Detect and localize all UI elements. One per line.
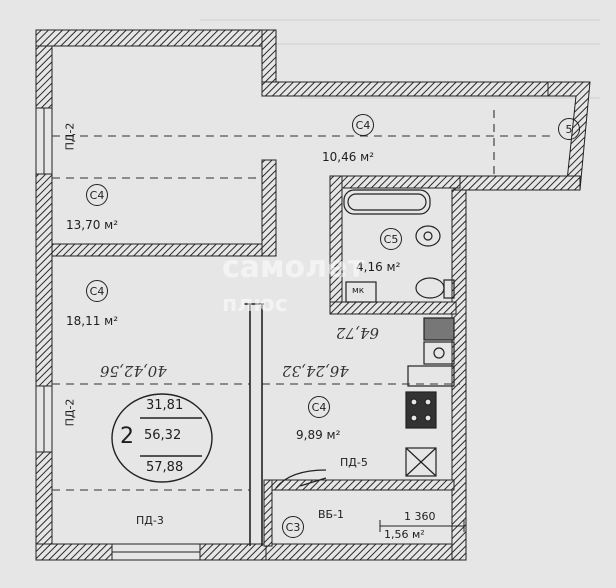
bath-fixtures [343, 189, 455, 303]
handwriting-line2: 46,24,32 [282, 362, 349, 380]
watermark-line1: самолет [222, 250, 365, 285]
bathroom-fixture: мк [352, 286, 365, 296]
partition-pd3: ПД-3 [136, 514, 164, 527]
partition-pd2-top: ПД-2 [63, 122, 77, 151]
dashed-lines [52, 110, 556, 491]
watermark-line2: плюс [222, 292, 288, 317]
inner-walls [51, 159, 461, 547]
living-code: С4 [86, 280, 108, 302]
door-swing [275, 469, 327, 489]
partition-pd5: ПД-5 [340, 456, 368, 469]
living-area: 18,11 м² [66, 314, 119, 328]
windows [35, 107, 201, 561]
summary-total-area: 56,32 [144, 428, 182, 443]
partition-pd2-mid: ПД-2 [63, 398, 77, 427]
dimension-line [379, 520, 465, 532]
partition-vb1: ВБ-1 [318, 508, 345, 521]
hall-code: С3 [282, 516, 304, 538]
balcony-code: С4 [352, 114, 374, 136]
bathroom-code: С5 [380, 228, 402, 250]
room-top-code: С4 [86, 184, 108, 206]
partitions [244, 303, 264, 546]
summary-living-area: 31,81 [146, 398, 184, 413]
balcony-area: 10,46 м² [322, 150, 375, 164]
summary-rooms-count: 2 [120, 424, 134, 449]
hall-area: 1,56 м² [384, 528, 425, 541]
background-lines [200, 19, 600, 99]
handwriting-line3: 40,42,56 [100, 362, 167, 380]
kitchen-code: С4 [308, 396, 330, 418]
summary-ellipse [111, 393, 213, 483]
dimension-label: 1 360 [404, 510, 436, 523]
axis-marker: 5 [558, 118, 580, 140]
handwriting-line1: 64,72 [336, 324, 379, 342]
room-top-area: 13,70 м² [66, 218, 119, 232]
kitchen-fixtures [405, 317, 455, 477]
summary-total-with-balcony: 57,88 [146, 460, 184, 475]
bathroom-area: 4,16 м² [356, 260, 401, 274]
kitchen-area: 9,89 м² [296, 428, 341, 442]
